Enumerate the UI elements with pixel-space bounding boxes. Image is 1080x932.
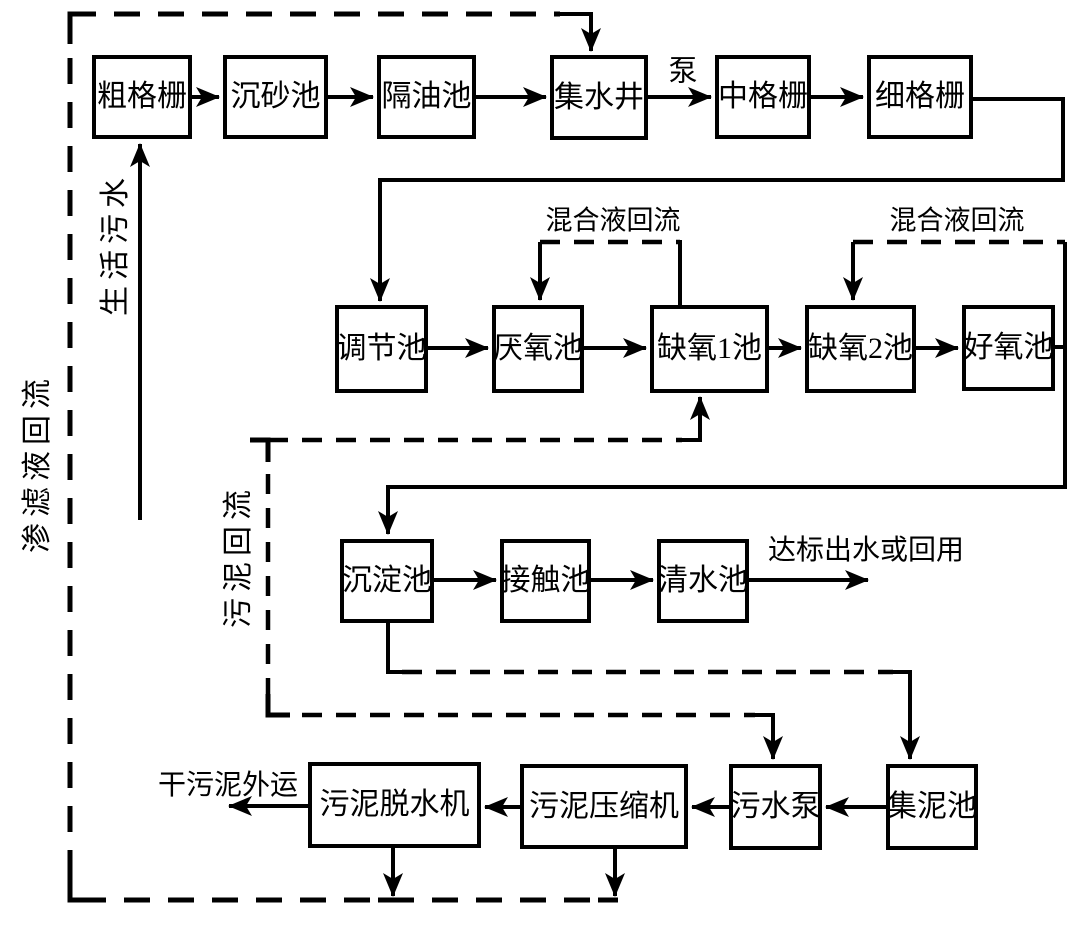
- node-grit-chamber: 沉砂池: [223, 55, 328, 139]
- node-fine-screen: 细格栅: [867, 55, 973, 139]
- node-contact-tank: 接触池: [500, 539, 591, 623]
- node-sludge-dewatering-machine: 污泥脱水机: [308, 762, 481, 848]
- node-sludge-compressor: 污泥压缩机: [520, 764, 688, 849]
- node-anaerobic-tank: 厌氧池: [492, 305, 584, 393]
- node-anoxic-tank-1: 缺氧1池: [650, 305, 769, 393]
- node-medium-screen: 中格栅: [715, 55, 811, 139]
- pump-label: 泵: [668, 55, 698, 88]
- leachate-reflux-dashed-loop: [67, 11, 618, 903]
- node-water-collecting-well: 集水井: [550, 55, 648, 140]
- node-regulating-tank: 调节池: [335, 305, 428, 393]
- mixed-liquor-reflux-dashed-lines: [402, 239, 1065, 675]
- node-clear-water-tank: 清水池: [657, 539, 749, 623]
- sludge-reflux-dashed-line: [265, 437, 755, 718]
- leachate-reflux-label: 渗滤液回流: [21, 373, 54, 553]
- node-sedimentation-tank: 沉淀池: [340, 539, 434, 623]
- node-sludge-collecting-tank: 集泥池: [886, 764, 978, 850]
- effluent-or-reuse-label: 达标出水或回用: [767, 535, 965, 566]
- sludge-reflux-label: 污泥回流: [222, 484, 255, 628]
- arrow-connectors: [130, 12, 1067, 897]
- mixed-liquor-reflux-label-2: 混合液回流: [889, 205, 1025, 236]
- corner-joints: [67, 11, 618, 903]
- domestic-sewage-label: 生活污水: [99, 172, 132, 316]
- node-anoxic-tank-2: 缺氧2池: [805, 305, 916, 393]
- node-coarse-screen: 粗格栅: [92, 55, 192, 139]
- dry-sludge-out-label: 干污泥外运: [157, 770, 299, 801]
- node-oil-separation-tank: 隔油池: [377, 55, 476, 139]
- node-sewage-pump: 污水泵: [729, 764, 822, 850]
- node-aerobic-tank: 好氧池: [962, 305, 1055, 391]
- mixed-liquor-reflux-label-1: 混合液回流: [545, 205, 681, 236]
